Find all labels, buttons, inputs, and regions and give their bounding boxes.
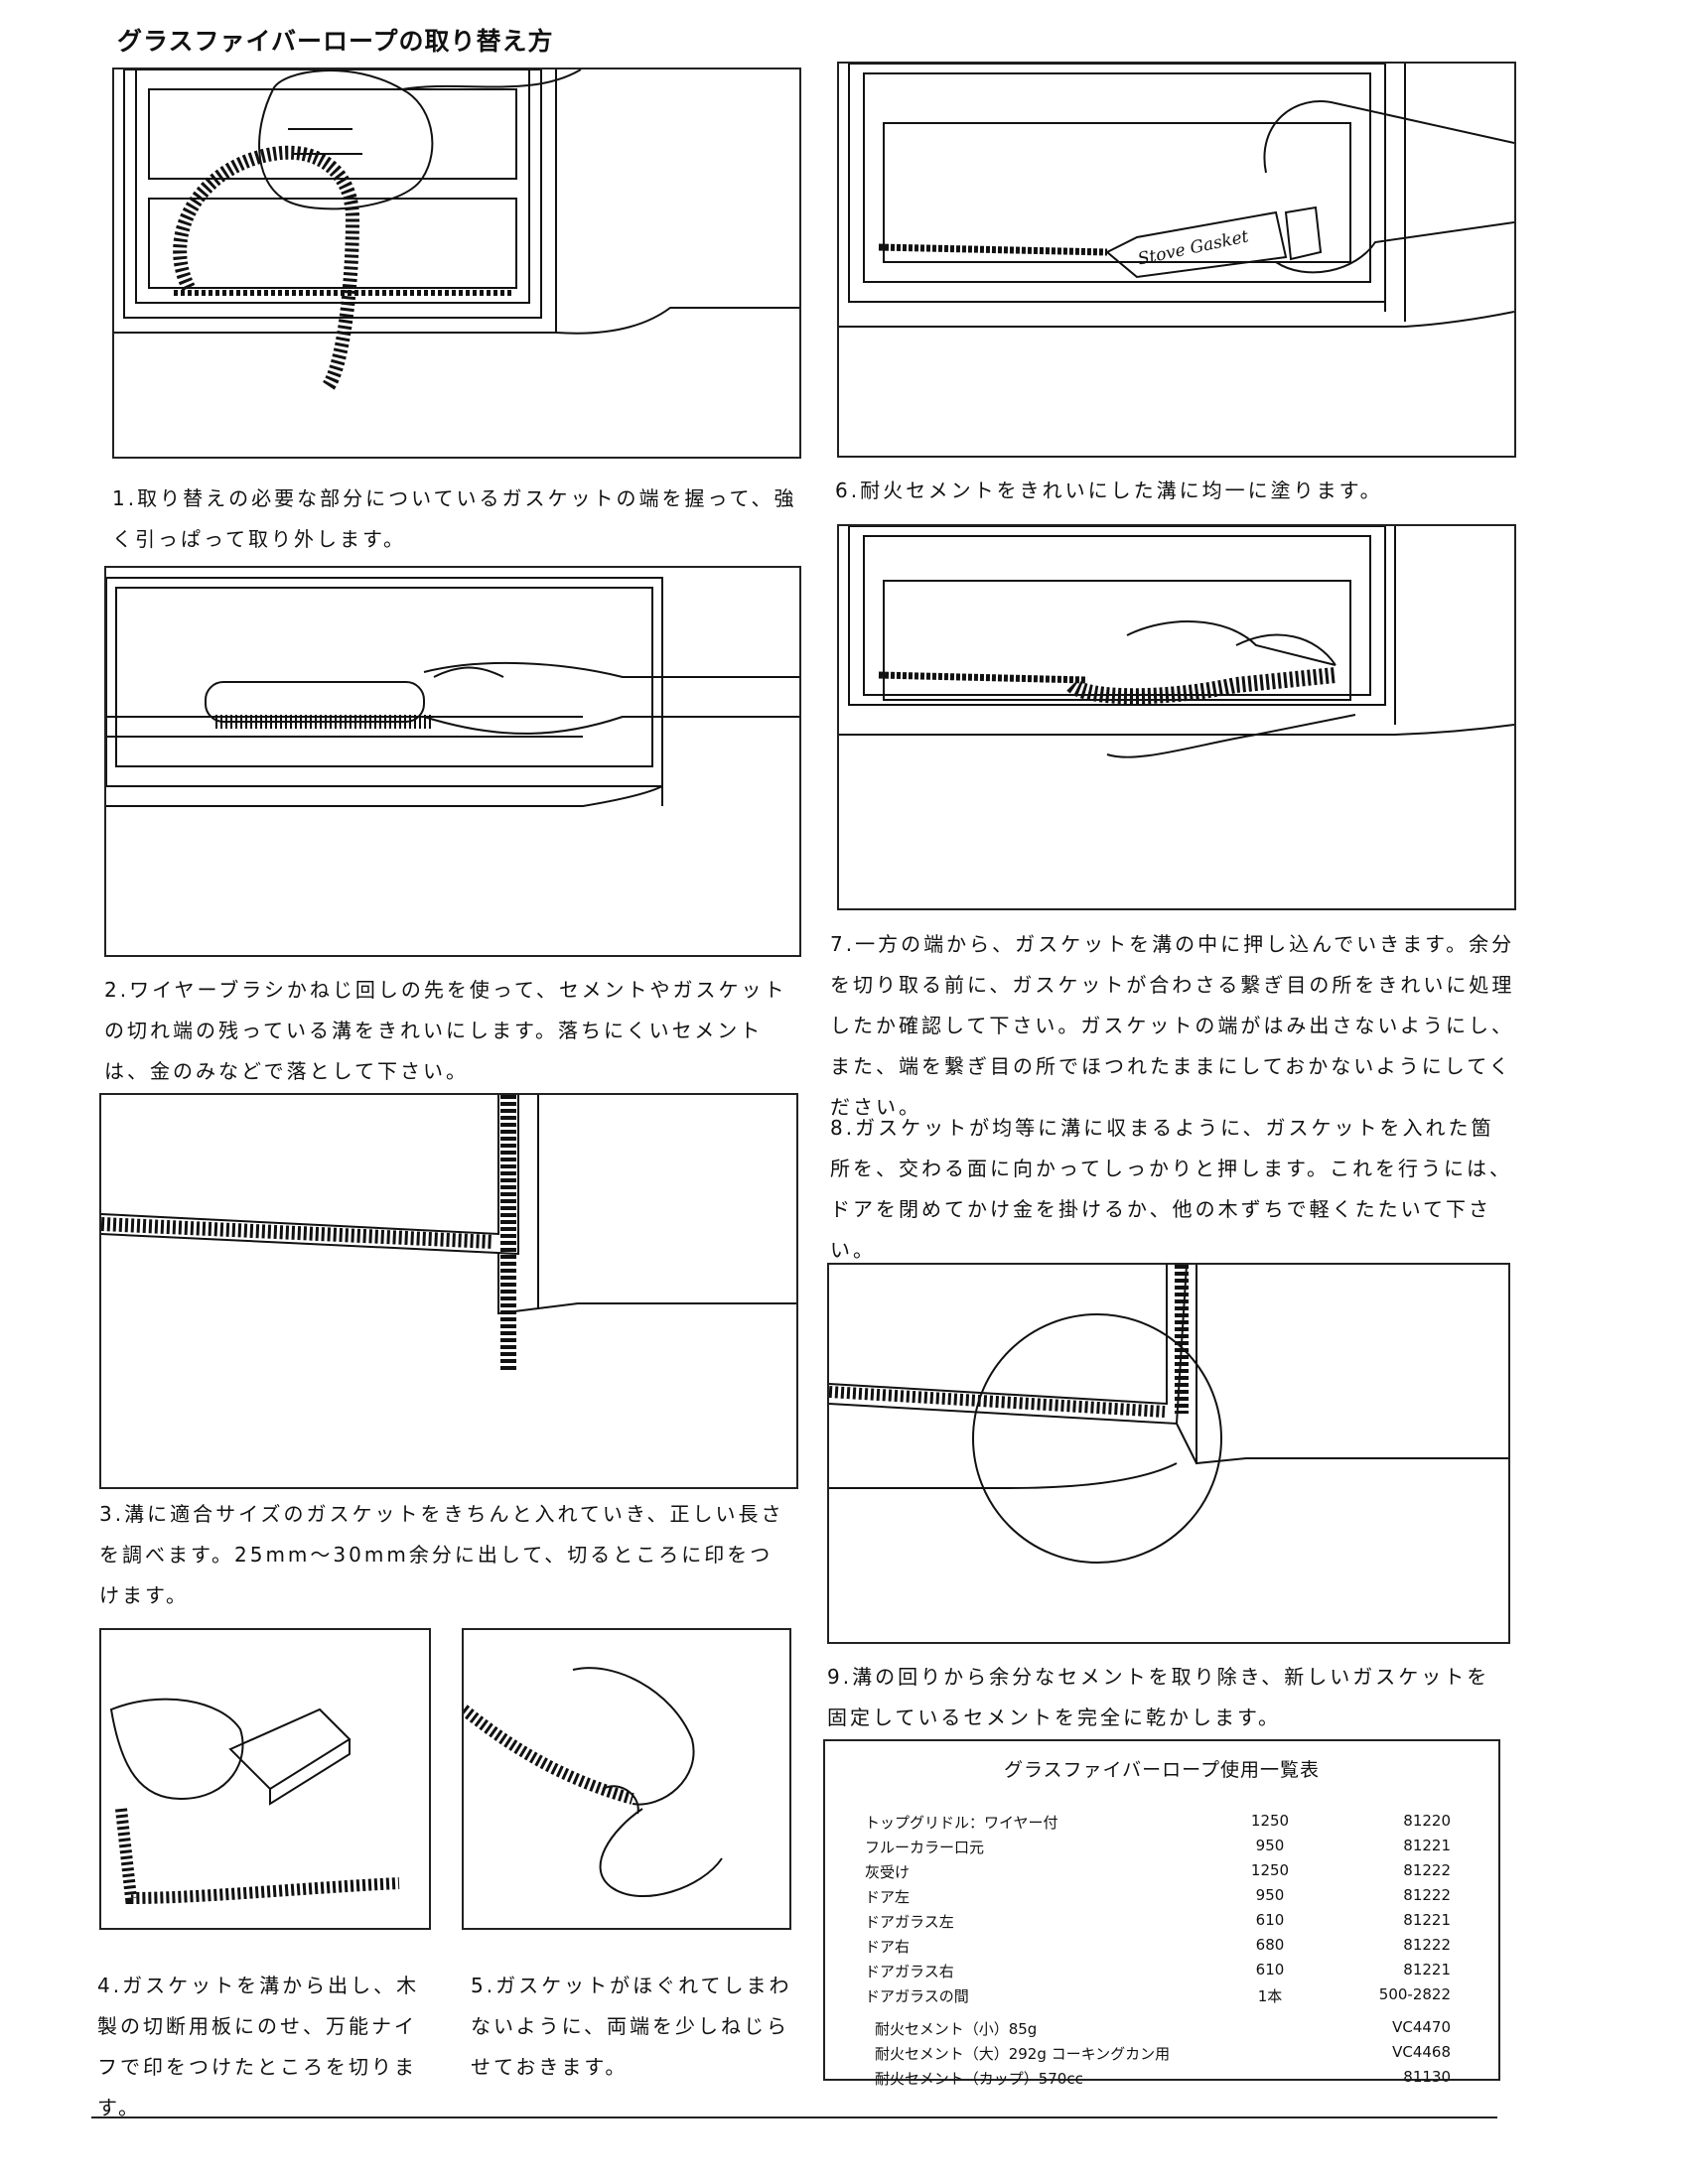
table-row: ドアガラス左 610 81221 [865, 1911, 1451, 1931]
table-row: ドアガラスの間 1本 500-2822 [865, 1985, 1451, 2005]
illustration-1-remove-gasket [112, 68, 801, 459]
table-title: グラスファイバーロープ使用一覧表 [1003, 1759, 1321, 1781]
step-2-caption: 2.ワイヤーブラシかねじ回しの先を使って、セメントやガスケットの切れ端の残ってい… [104, 978, 787, 1083]
table-row: ドアガラス右 610 81221 [865, 1961, 1451, 1980]
step-1-caption: 1.取り替えの必要な部分についているガスケットの端を握って、強く引っぱって取り外… [112, 486, 797, 551]
table-row: 灰受け 1250 81222 [865, 1861, 1451, 1881]
bottom-divider [91, 2116, 1497, 2118]
table-rows: トップグリドル：ワイヤー付 1250 81220 フルーカラー口元 950 81… [865, 1812, 1471, 2093]
table-row: トップグリドル：ワイヤー付 1250 81220 [865, 1812, 1451, 1832]
illustration-2-brush-groove [104, 566, 801, 957]
table-row-cement: 耐火セメント（大）292g コーキングカン用 VC4468 [875, 2043, 1451, 2063]
illustration-3-measure-gasket [99, 1093, 798, 1489]
illustration-7-insert-gasket [837, 524, 1516, 910]
table-row: フルーカラー口元 950 81221 [865, 1837, 1451, 1856]
page-title: グラスファイバーロープの取り替え方 [117, 27, 554, 56]
table-row: ドア右 680 81222 [865, 1936, 1451, 1956]
step-6-caption: 6.耐火セメントをきれいにした溝に均一に塗ります。 [835, 478, 1383, 502]
illustration-5-twist-ends [462, 1628, 791, 1930]
illustration-9-joined-gasket [827, 1263, 1510, 1644]
illustration-6-apply-cement: Stove Gasket [837, 62, 1516, 458]
table-row: ドア左 950 81222 [865, 1886, 1451, 1906]
step-4-caption: 4.ガスケットを溝から出し、木製の切断用板にのせ、万能ナイフで印をつけたところを… [97, 1974, 420, 2119]
step-5-caption: 5.ガスケットがほぐれてしまわないように、両端を少しねじらせておきます。 [471, 1974, 792, 2079]
step-7-caption: 7.一方の端から、ガスケットを溝の中に押し込んでいきます。余分を切り取る前に、ガ… [830, 932, 1515, 1119]
illustration-4-cut-gasket [99, 1628, 431, 1930]
gasket-usage-table: グラスファイバーロープ使用一覧表 トップグリドル：ワイヤー付 1250 8122… [823, 1739, 1500, 2088]
table-row-cement: 耐火セメント（カップ）570cc 81130 [875, 2068, 1451, 2088]
step-9-caption: 9.溝の回りから余分なセメントを取り除き、新しいガスケットを固定しているセメント… [827, 1665, 1490, 1729]
step-3-caption: 3.溝に適合サイズのガスケットをきちんと入れていき、正しい長さを調べます。25m… [99, 1502, 784, 1607]
step-8-caption: 8.ガスケットが均等に溝に収まるように、ガスケットを入れた箇所を、交わる面に向か… [830, 1116, 1512, 1262]
table-row-cement: 耐火セメント（小）85g VC4470 [875, 2018, 1451, 2038]
